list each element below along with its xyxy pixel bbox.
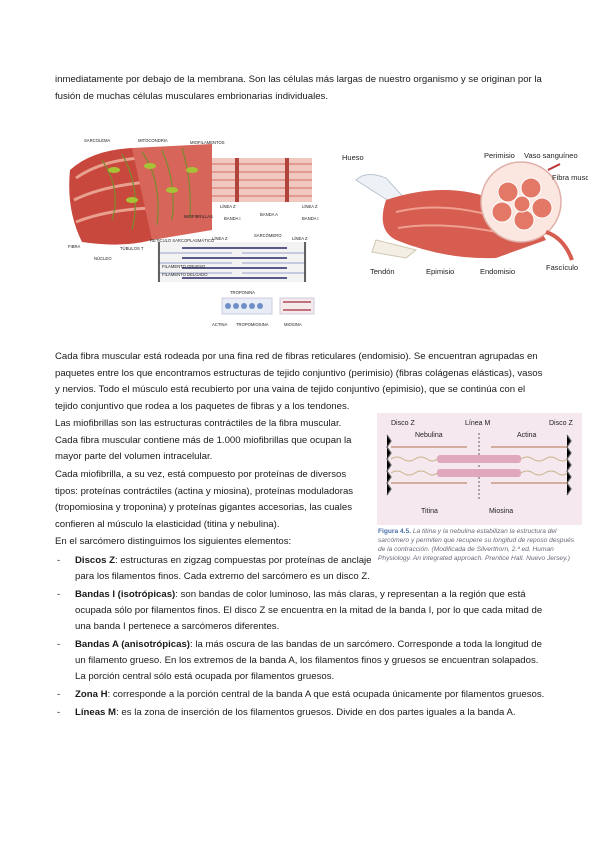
list-dash: - <box>57 639 61 650</box>
sarcomere-illustration <box>386 433 572 499</box>
label-reticulo: RETÍCULO SARCOPLASMÁTICO <box>150 238 215 243</box>
label-mitocondria: MITOCONDRIA <box>138 138 168 143</box>
fiber-bundle-illustration <box>69 144 312 245</box>
label-vaso-sanguineo: Vaso sanguíneo <box>524 151 578 160</box>
label-tropomiosina: TROPOMIOSINA <box>236 322 269 327</box>
list-dash: - <box>57 689 61 700</box>
figure-caption-text: La titina y la nebulina estabilizan la e… <box>378 528 575 562</box>
label-epimisio: Epimisio <box>426 267 454 276</box>
label-linea-z-4: LÍNEA Z <box>292 236 308 241</box>
label-disco-z-1: Disco Z <box>391 420 415 427</box>
label-miofilamentos: MIOFILAMENTOS <box>190 140 225 145</box>
paragraph-proteinas: Cada miofibrilla, a su vez, está compues… <box>55 469 354 530</box>
label-fibra: FIBRA <box>68 244 81 249</box>
label-tendon: Tendón <box>370 267 395 276</box>
sarcomere-filaments-illustration <box>157 242 315 315</box>
list-dash: - <box>57 707 61 718</box>
label-nebulina: Nebulina <box>415 432 443 439</box>
list-term: Zona H <box>75 689 108 700</box>
label-nucleo: NÚCLEO <box>94 256 112 261</box>
label-banda-i-1: BANDA I <box>224 216 241 221</box>
label-linea-m: Línea M <box>465 420 490 427</box>
list-term: Discos Z <box>75 555 115 566</box>
label-fibra-muscular: Fibra muscular <box>552 173 588 182</box>
list-item: - Bandas A (anisotrópicas): la más oscura… <box>55 637 545 685</box>
list-term: Bandas I (isotrópicas) <box>75 589 176 600</box>
label-banda-a: BANDA A <box>260 212 278 217</box>
label-troponina: TROPONINA <box>230 290 255 295</box>
label-actina: ACTINA <box>212 322 228 327</box>
label-disco-z-2: Disco Z <box>549 420 573 427</box>
label-miosina: MIOSINA <box>284 322 302 327</box>
label-perimisio: Perimisio <box>484 151 515 160</box>
label-sarcomero: SARCÓMERO <box>254 233 282 238</box>
label-titina: Titina <box>421 508 438 515</box>
paragraph-endomisio: Cada fibra muscular está rodeada por una… <box>55 351 543 412</box>
label-miosina-fig3: Miosina <box>489 508 513 515</box>
label-filamento-delgado: FILAMENTO DELGADO <box>162 272 208 277</box>
figure-caption: Figura 4.5. La titina y la nebulina esta… <box>378 527 583 563</box>
intro-paragraph: inmediatamente por debajo de la membrana… <box>55 74 542 102</box>
label-linea-z-1: LÍNEA Z <box>220 204 236 209</box>
list-dash: - <box>57 555 61 566</box>
label-endomisio: Endomisio <box>480 267 515 276</box>
list-text: : la más oscura de las bandas de un sarc… <box>75 639 542 682</box>
label-actina-fig3: Actina <box>517 432 537 439</box>
muscle-anatomy-figure: Hueso Perimisio Vaso sanguíneo Fibra mus… <box>336 140 588 282</box>
list-text: : estructuras en zigzag compuestas por p… <box>75 555 372 582</box>
list-text: : es la zona de inserción de los filamen… <box>116 707 516 718</box>
label-filamento-grueso: FILAMENTO GRUESO <box>162 264 206 269</box>
list-text: : corresponde a la porción central de la… <box>107 689 545 700</box>
label-banda-i-2: BANDA I <box>302 216 319 221</box>
list-dash: - <box>57 589 61 600</box>
list-text: : son bandas de color luminoso, las más … <box>75 589 543 632</box>
list-term: Bandas A (anisotrópicas) <box>75 639 190 650</box>
paragraph-sarcomero: En el sarcómero distinguimos los siguien… <box>55 536 292 547</box>
sarcomere-elements-list: - Discos Z: estructuras en zigzag compues… <box>55 553 545 723</box>
sarcomere-figure: Disco Z Línea M Disco Z Nebulina Actina … <box>377 413 582 525</box>
label-linea-z-3: LÍNEA Z <box>212 236 228 241</box>
list-item: - Zona H: corresponde a la porción centra… <box>55 687 545 703</box>
label-sarcolema: SARCOLEMA <box>84 138 111 143</box>
list-item: - Bandas I (isotrópicas): son bandas de c… <box>55 587 545 635</box>
label-linea-z-2: LÍNEA Z <box>302 204 318 209</box>
list-item: - Discos Z: estructuras en zigzag compues… <box>55 553 385 585</box>
paragraph-miofibrillas: Las miofibrillas son las estructuras con… <box>55 418 352 462</box>
label-tubulos-t: TÚBULOS T <box>120 246 144 251</box>
figure-caption-title: Figura 4.5. <box>378 528 411 535</box>
label-miofibrillas: MIOFIBRILLAS <box>184 214 213 219</box>
list-item: - Líneas M: es la zona de inserción de lo… <box>55 705 545 721</box>
list-term: Líneas M <box>75 707 117 718</box>
label-hueso: Hueso <box>342 153 364 162</box>
muscle-illustration <box>355 161 574 261</box>
label-fasciculo: Fascículo <box>546 263 578 272</box>
muscle-fiber-figure: SARCOLEMA MITOCONDRIA MIOFILAMENTOS LÍNE… <box>62 130 332 336</box>
